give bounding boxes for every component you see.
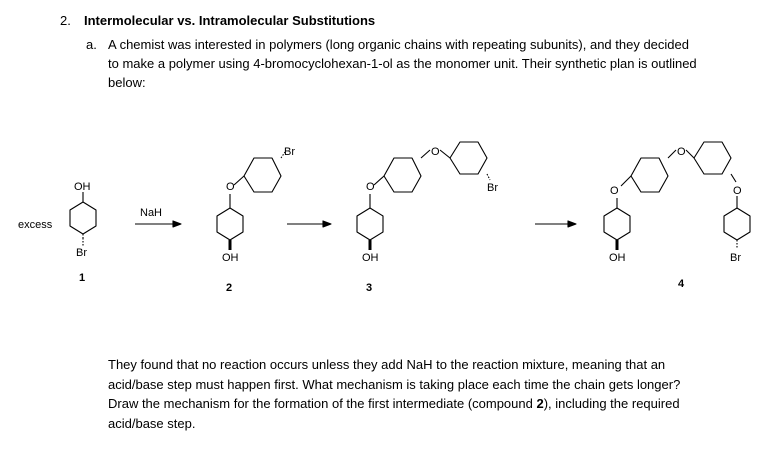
compound-4-oh: OH xyxy=(609,252,626,264)
compound-4-br: Br xyxy=(730,252,741,264)
compound-1-br: Br xyxy=(76,247,87,259)
compound-4-o-1: O xyxy=(610,185,619,197)
follow-up-text-end: ), including the required acid/base step… xyxy=(108,396,680,431)
part-letter: a. xyxy=(86,37,97,52)
compound-4-o-3: O xyxy=(733,185,742,197)
compound-2-number: 2 xyxy=(226,282,232,294)
excess-label: excess xyxy=(18,219,53,231)
compound-3-lower-ring xyxy=(356,207,384,241)
compound-4-left-ring xyxy=(603,207,631,241)
compound-reference: 2 xyxy=(536,396,544,411)
compound-3-o-2: O xyxy=(431,146,440,158)
compound-2-upper-ring xyxy=(243,157,282,193)
follow-up-question: They found that no reaction occurs unles… xyxy=(108,355,688,433)
compound-3-ring-3 xyxy=(449,141,488,175)
compound-2-oh: OH xyxy=(222,252,239,264)
compound-3-oh: OH xyxy=(362,252,379,264)
part-a-text: A chemist was interested in polymers (lo… xyxy=(108,37,697,90)
compound-4-o-2: O xyxy=(677,146,686,158)
nah-reagent: NaH xyxy=(140,207,162,219)
compound-2-o: O xyxy=(226,181,235,193)
compound-2-lower-ring xyxy=(216,207,244,241)
compound-3-br: Br xyxy=(487,182,498,194)
reaction-scheme: excess OH Br 1 NaH O Br OH 2 O O Br OH 3… xyxy=(18,141,751,294)
compound-3-o-1: O xyxy=(366,181,375,193)
compound-3-number: 3 xyxy=(366,282,372,294)
question-title: Intermolecular vs. Intramolecular Substi… xyxy=(84,13,376,28)
compound-4-number: 4 xyxy=(678,278,685,290)
compound-4-ring-2 xyxy=(630,157,669,193)
compound-4-right-ring xyxy=(723,207,751,241)
question-number: 2. xyxy=(60,13,71,28)
compound-1-oh: OH xyxy=(74,181,91,193)
compound-4-ring-3 xyxy=(693,141,732,175)
follow-up-text: They found that no reaction occurs unles… xyxy=(108,357,681,411)
compound-3-ring-2 xyxy=(383,157,422,193)
compound-1-ring xyxy=(69,201,97,235)
question-heading: 2. Intermolecular vs. Intramolecular Subs… xyxy=(60,13,375,28)
compound-1-number: 1 xyxy=(79,272,85,284)
compound-2-br: Br xyxy=(284,146,295,158)
